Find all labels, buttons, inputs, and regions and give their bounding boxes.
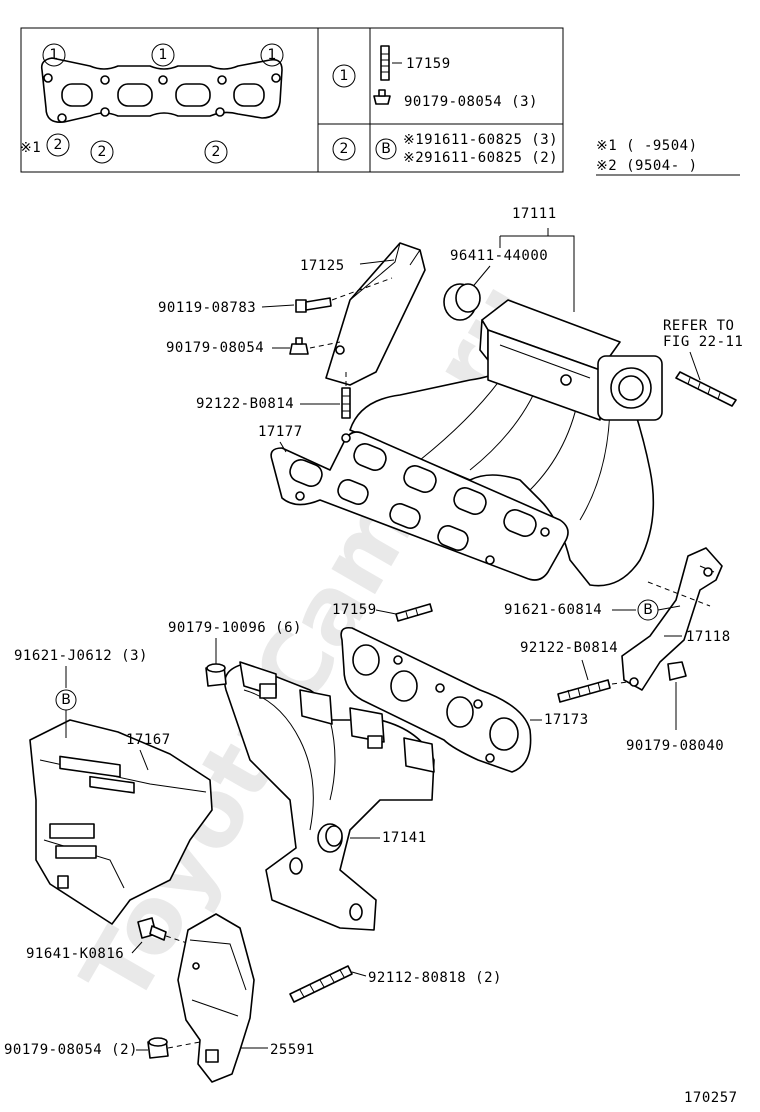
label-90179-08054-2: 90179-08054 (2) bbox=[4, 1042, 138, 1058]
legend-row-1-nut: 90179-08054 (3) bbox=[404, 94, 538, 110]
svg-text:2: 2 bbox=[212, 144, 221, 160]
label-90119-08783: 90119-08783 bbox=[158, 300, 256, 316]
exhaust-manifold-drawing bbox=[224, 661, 435, 931]
intake-manifold-drawing bbox=[349, 299, 737, 587]
circle-marker-2: 2 bbox=[204, 140, 228, 164]
label-91621-60814: 91621-60814 bbox=[504, 602, 602, 618]
stay-17125-drawing bbox=[325, 242, 426, 386]
label-17173: 17173 bbox=[544, 712, 589, 728]
svg-text:2: 2 bbox=[54, 137, 63, 153]
legend-row-2-bolt2: ※291611-60825 (2) bbox=[403, 150, 558, 166]
label-25591: 25591 bbox=[270, 1042, 315, 1058]
note-mark-1: ※1 bbox=[20, 140, 41, 156]
label-17111: 17111 bbox=[512, 206, 557, 222]
label-17141: 17141 bbox=[382, 830, 427, 846]
bolt-marker-b: B bbox=[637, 599, 659, 621]
svg-text:1: 1 bbox=[340, 68, 349, 84]
nut-90179-08054 bbox=[289, 337, 309, 355]
label-92112-80818: 92112-80818 (2) bbox=[368, 970, 502, 986]
legend-row-2-bolt1: ※191611-60825 (3) bbox=[403, 132, 558, 148]
label-96411-44000: 96411-44000 bbox=[450, 248, 548, 264]
label-fig-22-11: FIG 22-11 bbox=[663, 334, 743, 350]
label-17159: 17159 bbox=[332, 602, 377, 618]
date-note-2: ※2 (9504- ) bbox=[596, 158, 698, 174]
nut-90179-08054-2 bbox=[147, 1037, 169, 1059]
label-refer-to: REFER TO bbox=[663, 318, 734, 334]
gasket-17177-drawing bbox=[270, 431, 569, 581]
svg-text:2: 2 bbox=[98, 144, 107, 160]
legend-row-1-stud: 17159 bbox=[406, 56, 451, 72]
stud-icon bbox=[380, 45, 402, 81]
legend-row-2-bolt-marker: B bbox=[375, 138, 397, 160]
stud-92112 bbox=[289, 965, 353, 1003]
bolt-marker-b-2: B bbox=[55, 689, 77, 711]
label-90179-08040: 90179-08040 bbox=[626, 738, 724, 754]
svg-text:1: 1 bbox=[50, 47, 59, 63]
heat-insulator-17167-drawing bbox=[29, 719, 213, 925]
svg-text:B: B bbox=[643, 602, 653, 618]
nut-icon bbox=[373, 89, 391, 105]
svg-text:1: 1 bbox=[268, 47, 277, 63]
stud-92122-a bbox=[341, 387, 351, 419]
label-17167: 17167 bbox=[126, 732, 171, 748]
label-17118: 17118 bbox=[686, 629, 731, 645]
nut-90179-08040 bbox=[667, 661, 687, 681]
stay-17118-drawing bbox=[621, 547, 723, 691]
label-92122-B0814-b: 92122-B0814 bbox=[520, 640, 618, 656]
stud-92122-b bbox=[557, 679, 611, 703]
label-92122-B0814-a: 92122-B0814 bbox=[196, 396, 294, 412]
date-note-1: ※1 ( -9504) bbox=[596, 138, 698, 154]
svg-text:B: B bbox=[61, 692, 71, 708]
label-91621-J0612: 91621-J0612 (3) bbox=[14, 648, 148, 664]
gasket-17173-drawing bbox=[340, 626, 532, 773]
legend-row-2-marker: 2 bbox=[332, 137, 356, 161]
figure-number: 170257 bbox=[684, 1090, 738, 1106]
stud-17159 bbox=[395, 603, 433, 622]
svg-text:B: B bbox=[381, 141, 391, 157]
circle-marker-1: 1 bbox=[151, 43, 175, 67]
heat-insulator-25591-drawing bbox=[177, 913, 255, 1083]
circle-marker-1: 1 bbox=[260, 43, 284, 67]
svg-text:1: 1 bbox=[159, 47, 168, 63]
circle-marker-2: 2 bbox=[90, 140, 114, 164]
label-17177: 17177 bbox=[258, 424, 303, 440]
bolt-90119 bbox=[295, 297, 332, 313]
nut-90179-10096 bbox=[205, 663, 227, 687]
label-90179-08054: 90179-08054 bbox=[166, 340, 264, 356]
circle-marker-2: 2 bbox=[46, 133, 70, 157]
label-17125: 17125 bbox=[300, 258, 345, 274]
legend-table: 1 1 1 ※1 2 2 2 1 17159 bbox=[20, 27, 564, 173]
plug-96411 bbox=[443, 283, 481, 321]
gasket-legend-drawing bbox=[40, 57, 283, 124]
legend-row-1-marker: 1 bbox=[332, 64, 356, 88]
circle-marker-1: 1 bbox=[42, 43, 66, 67]
bolt-91641 bbox=[137, 917, 167, 941]
svg-text:2: 2 bbox=[340, 141, 349, 157]
label-90179-10096: 90179-10096 (6) bbox=[168, 620, 302, 636]
label-91641-K0816: 91641-K0816 bbox=[26, 946, 124, 962]
